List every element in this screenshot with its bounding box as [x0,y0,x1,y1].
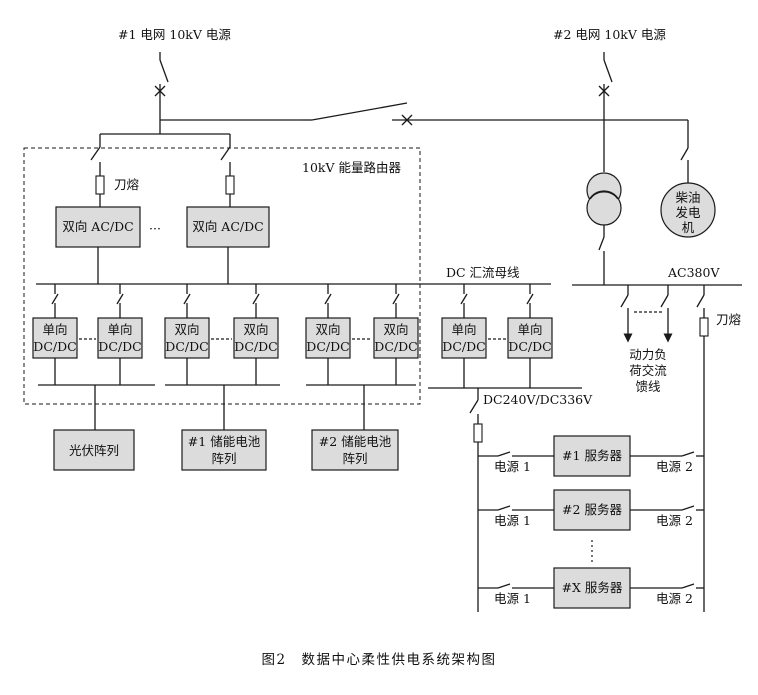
svg-text:DC/DC: DC/DC [508,339,551,354]
svg-text:DC/DC: DC/DC [442,339,485,354]
svg-text:机: 机 [682,220,695,235]
svg-text:#2 储能电池: #2 储能电池 [319,434,392,449]
server-1-src2: 电源 2 [656,459,693,474]
ac-load-line1: 动力负 [629,347,667,362]
battery-array-1: #1 储能电池 阵列 [181,429,267,471]
ac-load-line2: 荷交流 [629,363,667,378]
dcdc-converter: 双向 DC/DC [373,317,419,359]
dcdc-converter: 双向 DC/DC [164,317,210,359]
grid2-label: #2 电网 10kV 电源 [553,27,666,42]
router-branch-1 [90,134,105,207]
server-2-src2: 电源 2 [656,513,693,528]
transformer-icon [586,172,622,226]
svg-text:单向: 单向 [107,322,132,337]
svg-text:单向: 单向 [42,322,67,337]
dc-out-branch [469,388,483,612]
svg-text:阵列: 阵列 [342,451,367,466]
server-2-box [553,489,631,531]
acdc-converter-2: 双向 AC/DC [186,206,270,248]
server-x-name: #X 服务器 [562,580,623,595]
svg-text:单向: 单向 [451,322,476,337]
figure-caption: 图2 数据中心柔性供电系统架构图 [261,652,496,668]
dc-out-label: DC240V/DC336V [483,392,593,407]
svg-text:双向: 双向 [243,322,268,337]
knife-fuse-icon [225,175,235,195]
svg-text:DC/DC: DC/DC [98,339,141,354]
dcdc-converter: 双向 DC/DC [233,317,279,359]
knife-fuse-icon [473,423,483,443]
dcdc-converter: 单向 DC/DC [97,317,143,359]
ac-fuse-label: 刀熔 [716,312,742,327]
svg-text:阵列: 阵列 [211,451,236,466]
server-1-box [553,435,631,477]
dcdc-converter: 单向 DC/DC [32,317,78,359]
router-fuse-label: 刀熔 [114,177,140,192]
knife-fuse-icon [699,317,709,337]
svg-text:光伏阵列: 光伏阵列 [69,443,119,458]
svg-text:发电: 发电 [675,205,701,220]
transformer-lv-line [598,225,605,285]
ac-fuse-branch [696,285,709,612]
svg-text:#1 储能电池: #1 储能电池 [188,434,261,449]
svg-text:DC/DC: DC/DC [165,339,208,354]
server-2-name: #2 服务器 [562,502,622,517]
server-x-src2: 电源 2 [656,591,693,606]
server-row-x: #X 服务器 电源 1 电源 2 [478,567,704,609]
server-row-2: #2 服务器 电源 1 电源 2 [478,489,704,531]
ac380v-label: AC380V [667,265,720,280]
knife-fuse-icon [95,175,105,195]
ac-load-line3: 馈线 [635,379,661,394]
ellipsis: ··· [149,221,161,236]
acdc-converter-1: 双向 AC/DC [55,206,141,248]
tie-line [302,102,604,126]
server-row-1: #1 服务器 电源 1 电源 2 [478,435,704,477]
grid1-label: #1 电网 10kV 电源 [118,27,231,42]
dcdc-converter: 双向 DC/DC [305,317,351,359]
svg-text:DC/DC: DC/DC [306,339,349,354]
dc-busbar-label: DC 汇流母线 [446,265,520,280]
grid1-feeder [100,52,302,135]
server-x-src1: 电源 1 [494,591,531,606]
pv-array: 光伏阵列 [53,429,135,471]
server-1-src1: 电源 1 [494,459,531,474]
server-2-src1: 电源 1 [494,513,531,528]
svg-text:双向 AC/DC: 双向 AC/DC [192,219,263,234]
converter-drops [51,284,534,318]
converter-output-buses [38,358,582,389]
svg-text:柴油: 柴油 [675,190,700,205]
energy-router-title: 10kV 能量路由器 [302,160,401,175]
svg-text:双向: 双向 [383,322,408,337]
diesel-generator: 柴油 发电 机 [660,182,716,238]
svg-text:DC/DC: DC/DC [234,339,277,354]
svg-text:双向: 双向 [315,322,340,337]
svg-text:单向: 单向 [517,322,542,337]
svg-text:双向: 双向 [174,322,199,337]
server-1-name: #1 服务器 [562,448,622,463]
svg-text:DC/DC: DC/DC [33,339,76,354]
dcdc-converter: 单向 DC/DC [507,317,553,359]
grid2-feeder [598,52,689,183]
energy-router-boundary [23,147,421,405]
ac-load-feeders [620,285,673,343]
svg-text:双向 AC/DC: 双向 AC/DC [62,219,133,234]
router-branch-2 [220,134,235,207]
battery-array-2: #2 储能电池 阵列 [311,429,399,471]
dcdc-converter: 单向 DC/DC [441,317,487,359]
server-x-box [553,567,631,609]
svg-text:DC/DC: DC/DC [374,339,417,354]
